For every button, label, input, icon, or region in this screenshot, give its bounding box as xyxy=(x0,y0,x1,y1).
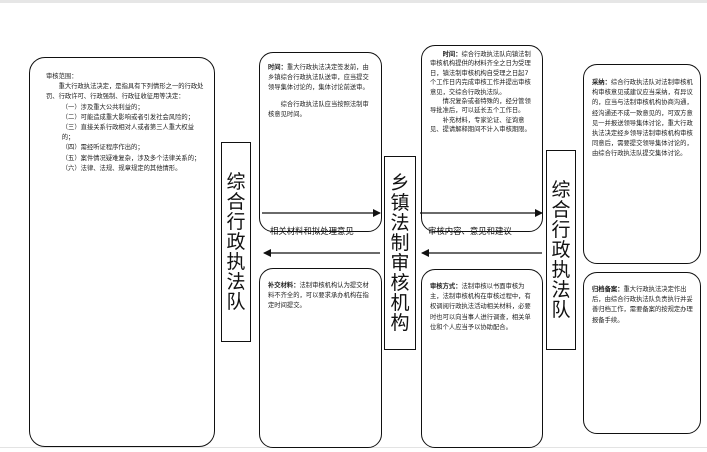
submission-time-note: 综合行政执法队应当按照法制审核意见时间。 xyxy=(268,100,369,118)
review-time-box: 时间：综合行政执法队向镇法制审核机构提供的材料齐全之日为受理日，镇法制审核机构自… xyxy=(421,45,543,232)
review-scope-item: （三）直接关系行政相对人或者第三人重大权益的； xyxy=(61,124,194,142)
left-actor-text: 综合行政执法队 xyxy=(226,171,246,313)
review-method-box: 审核方式：法制审核以书面审核为主，法制审核机构在审核过程中，有权调阅行政执法活动… xyxy=(421,269,543,448)
supplement-materials-title: 补交材料： xyxy=(268,282,300,289)
adopt-title: 采纳： xyxy=(592,79,611,86)
review-scope-item: （二）可能造成重大影响或者引发社会风险的； xyxy=(61,113,194,121)
adopt-box: 采纳：综合行政执法队对法制审核机构审核意见或建议应当采纳，有异议的，应当与法制审… xyxy=(583,64,701,264)
review-method-text: 法制审核以书面审核为主，法制审核机构在审核过程中，有权调阅行政执法活动相关材料，… xyxy=(430,283,531,331)
center-actor-label: 乡镇法制审核机构 xyxy=(384,156,416,350)
review-scope-intro: 重大行政执法决定，是指具有下列情形之一的行政处罚、行政许可、行政强制、行政征收征… xyxy=(46,83,204,101)
adopt-text: 综合行政执法队对法制审核机构审核意见或建议应当采纳，有异议的，应当与法制审核机构… xyxy=(592,79,693,158)
review-time-text: 综合行政执法队向镇法制审核机构提供的材料齐全之日为受理日，镇法制审核机构自受理之… xyxy=(430,51,531,96)
review-time-title: 时间： xyxy=(442,51,462,58)
archive-text: 重大行政执法决定作出后，由综合行政执法队负责执行并妥善归档工作，需要备案的按规定… xyxy=(592,286,693,324)
submission-time-box: 时间：重大行政执法决定签发前，由乡镇综合行政执法队送审，应当提交领导集体讨论的，… xyxy=(259,52,382,232)
supplement-materials-box: 补交材料：法制审核机构认为提交材料不齐全的，可以要求承办机构在指定时间提交。 xyxy=(259,268,382,448)
arrow-label-materials: 相关材料和拟处理意见 xyxy=(270,226,354,236)
right-actor-label: 综合行政执法队 xyxy=(546,150,576,350)
review-time-exclusion: 补充材料，专家论证、征询意见、提请解释期间不计入审核期限。 xyxy=(430,116,531,134)
supplement-materials-text: 法制审核机构认为提交材料不齐全的，可以要求承办机构在指定时间提交。 xyxy=(268,282,369,310)
review-scope-item: （五）案件情况疑难复杂，涉及多个法律关系的； xyxy=(61,154,201,162)
left-actor-label: 综合行政执法队 xyxy=(221,142,251,342)
review-time-extension: 情况复杂或者特殊的，经分管领导批准后，可以延长五个工作日。 xyxy=(430,98,531,115)
arrow-label-opinions: 审核内容、意见和建议 xyxy=(428,226,512,236)
review-scope-item: （四）需经听证程序作出的； xyxy=(61,144,144,152)
archive-box: 归档备案：重大行政执法决定作出后，由综合行政执法队负责执行并妥善归档工作，需要备… xyxy=(583,272,701,434)
review-scope-item: （六）法律、法规、规章规定的其他情形。 xyxy=(61,164,182,172)
review-scope-item: （一）涉及重大公共利益的； xyxy=(61,103,144,111)
right-actor-text: 综合行政执法队 xyxy=(551,179,571,321)
submission-time-text: 重大行政执法决定签发前，由乡镇综合行政执法队送审，应当提交领导集体讨论的，集体讨… xyxy=(268,64,369,92)
review-scope-heading: 审核范围： xyxy=(46,73,78,80)
review-scope-box: 审核范围： 重大行政执法决定，是指具有下列情形之一的行政处罚、行政许可、行政强制… xyxy=(29,57,215,447)
top-rule xyxy=(0,0,707,3)
center-actor-text: 乡镇法制审核机构 xyxy=(390,172,410,334)
archive-title: 归档备案： xyxy=(592,286,624,293)
submission-time-title: 时间： xyxy=(268,64,287,71)
review-method-title: 审核方式： xyxy=(430,283,462,290)
